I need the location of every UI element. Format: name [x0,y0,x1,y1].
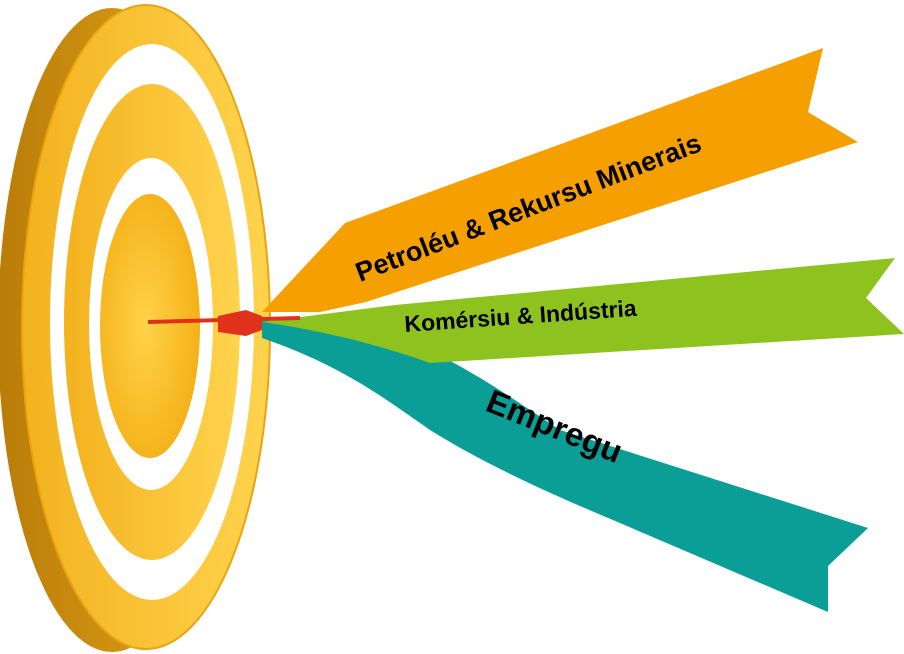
target-center [100,194,200,458]
target-board [0,4,271,652]
banner-oil [262,48,858,312]
banner-employment-shape [262,320,868,612]
banner-oil-shape [262,48,858,312]
dart-tip [218,310,262,336]
banner-employment [262,320,868,612]
banner-commerce-shape [262,258,904,363]
banner-commerce [262,258,904,363]
dart [147,310,301,336]
